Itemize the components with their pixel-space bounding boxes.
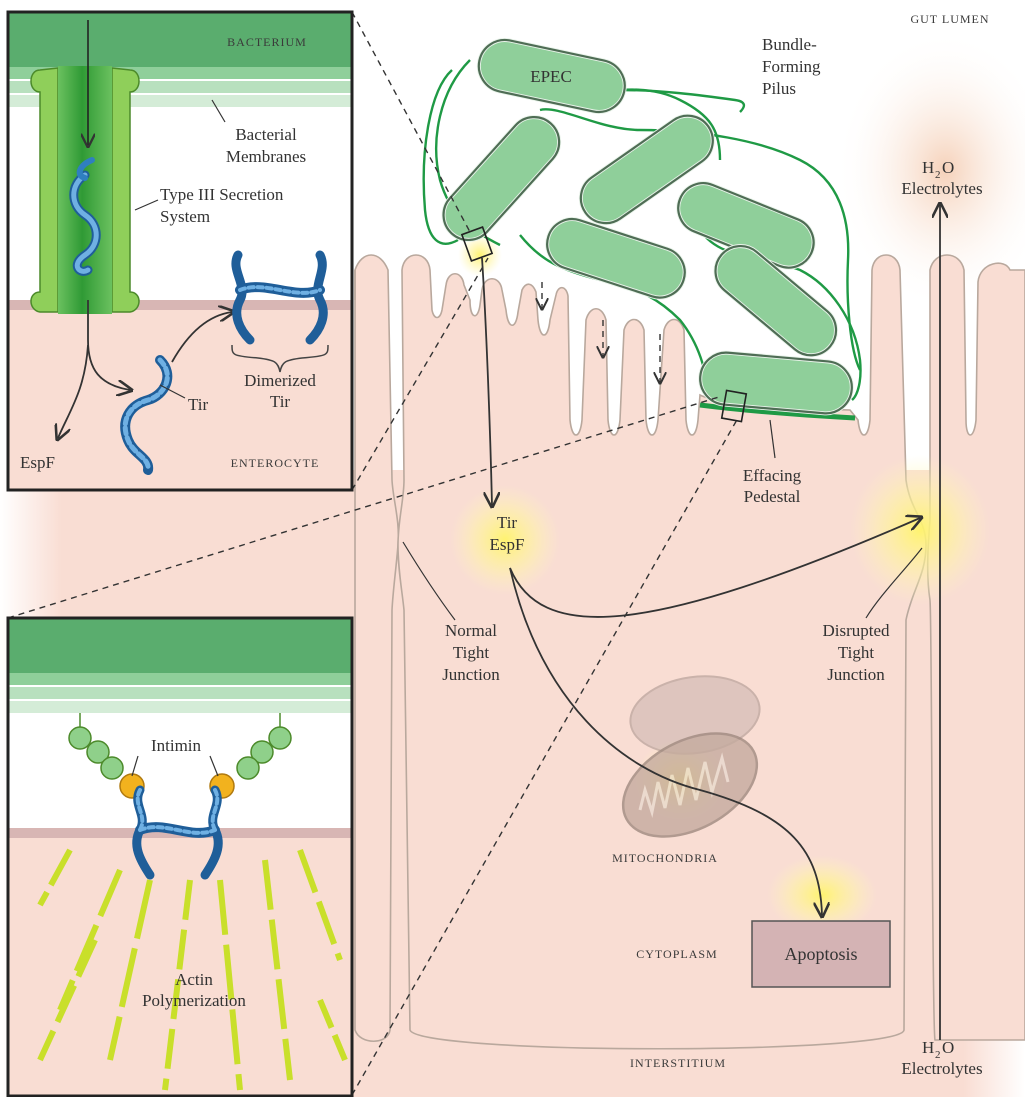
h2o-bottom-h: H	[922, 1038, 934, 1057]
inset2-membrane-1	[8, 673, 352, 685]
normal-tj-label-3: Junction	[442, 665, 500, 684]
h2o-top-o: O	[942, 158, 954, 177]
intimin-label: Intimin	[151, 736, 202, 755]
actin-label-1: Actin	[175, 970, 213, 989]
inset2-membrane-2	[8, 687, 352, 699]
bfp-label-2: Forming	[762, 57, 821, 76]
disrupted-tj-label-3: Junction	[827, 665, 885, 684]
interstitium-label: INTERSTITIUM	[630, 1056, 726, 1070]
normal-tj-label-2: Tight	[453, 643, 490, 662]
disrupted-junction-glow	[850, 455, 990, 605]
tir-main-label: Tir	[497, 513, 518, 532]
actin-label-2: Polymerization	[142, 991, 246, 1010]
electrolytes-bottom-label: Electrolytes	[901, 1059, 982, 1078]
espf-main-label: EspF	[490, 535, 525, 554]
bacterial-membranes-label-1: Bacterial	[235, 125, 297, 144]
espf-inset-label: EspF	[20, 453, 55, 472]
dimerized-tir-label-2: Tir	[270, 392, 291, 411]
normal-tj-label-1: Normal	[445, 621, 497, 640]
inset2-membrane-3	[8, 701, 352, 713]
dimerized-tir-label-1: Dimerized	[244, 371, 316, 390]
effacing-pedestal-label-1: Effacing	[743, 466, 802, 485]
effacing-pedestal-label-2: Pedestal	[744, 487, 801, 506]
bacterial-membranes-label-2: Membranes	[226, 147, 306, 166]
gut-lumen-label: GUT LUMEN	[910, 12, 989, 26]
cytoplasm-label: CYTOPLASM	[636, 947, 717, 961]
mitochondria-label: MITOCHONDRIA	[612, 851, 718, 865]
t3ss-label-1: Type III Secretion	[160, 185, 284, 204]
right-cell	[928, 255, 1025, 1040]
t3ss-channel	[58, 66, 112, 314]
inset-intimin	[8, 618, 352, 1096]
epec-label: EPEC	[530, 67, 572, 86]
disrupted-tj-label-2: Tight	[838, 643, 875, 662]
t3ss-label-2: System	[160, 207, 210, 226]
inset2-bacterium-layer	[8, 618, 352, 673]
enterocyte-label: ENTEROCYTE	[231, 456, 320, 470]
h2o-bottom-o: O	[942, 1038, 954, 1057]
tir-inset-label: Tir	[188, 395, 209, 414]
bacterium-label: BACTERIUM	[227, 35, 307, 49]
electrolytes-top-label: Electrolytes	[901, 179, 982, 198]
h2o-top-h: H	[922, 158, 934, 177]
bfp-label-3: Pilus	[762, 79, 796, 98]
bfp-label-1: Bundle-	[762, 35, 817, 54]
apoptosis-label: Apoptosis	[784, 944, 857, 964]
inset-t3ss	[8, 12, 352, 490]
disrupted-tj-label-1: Disrupted	[822, 621, 890, 640]
